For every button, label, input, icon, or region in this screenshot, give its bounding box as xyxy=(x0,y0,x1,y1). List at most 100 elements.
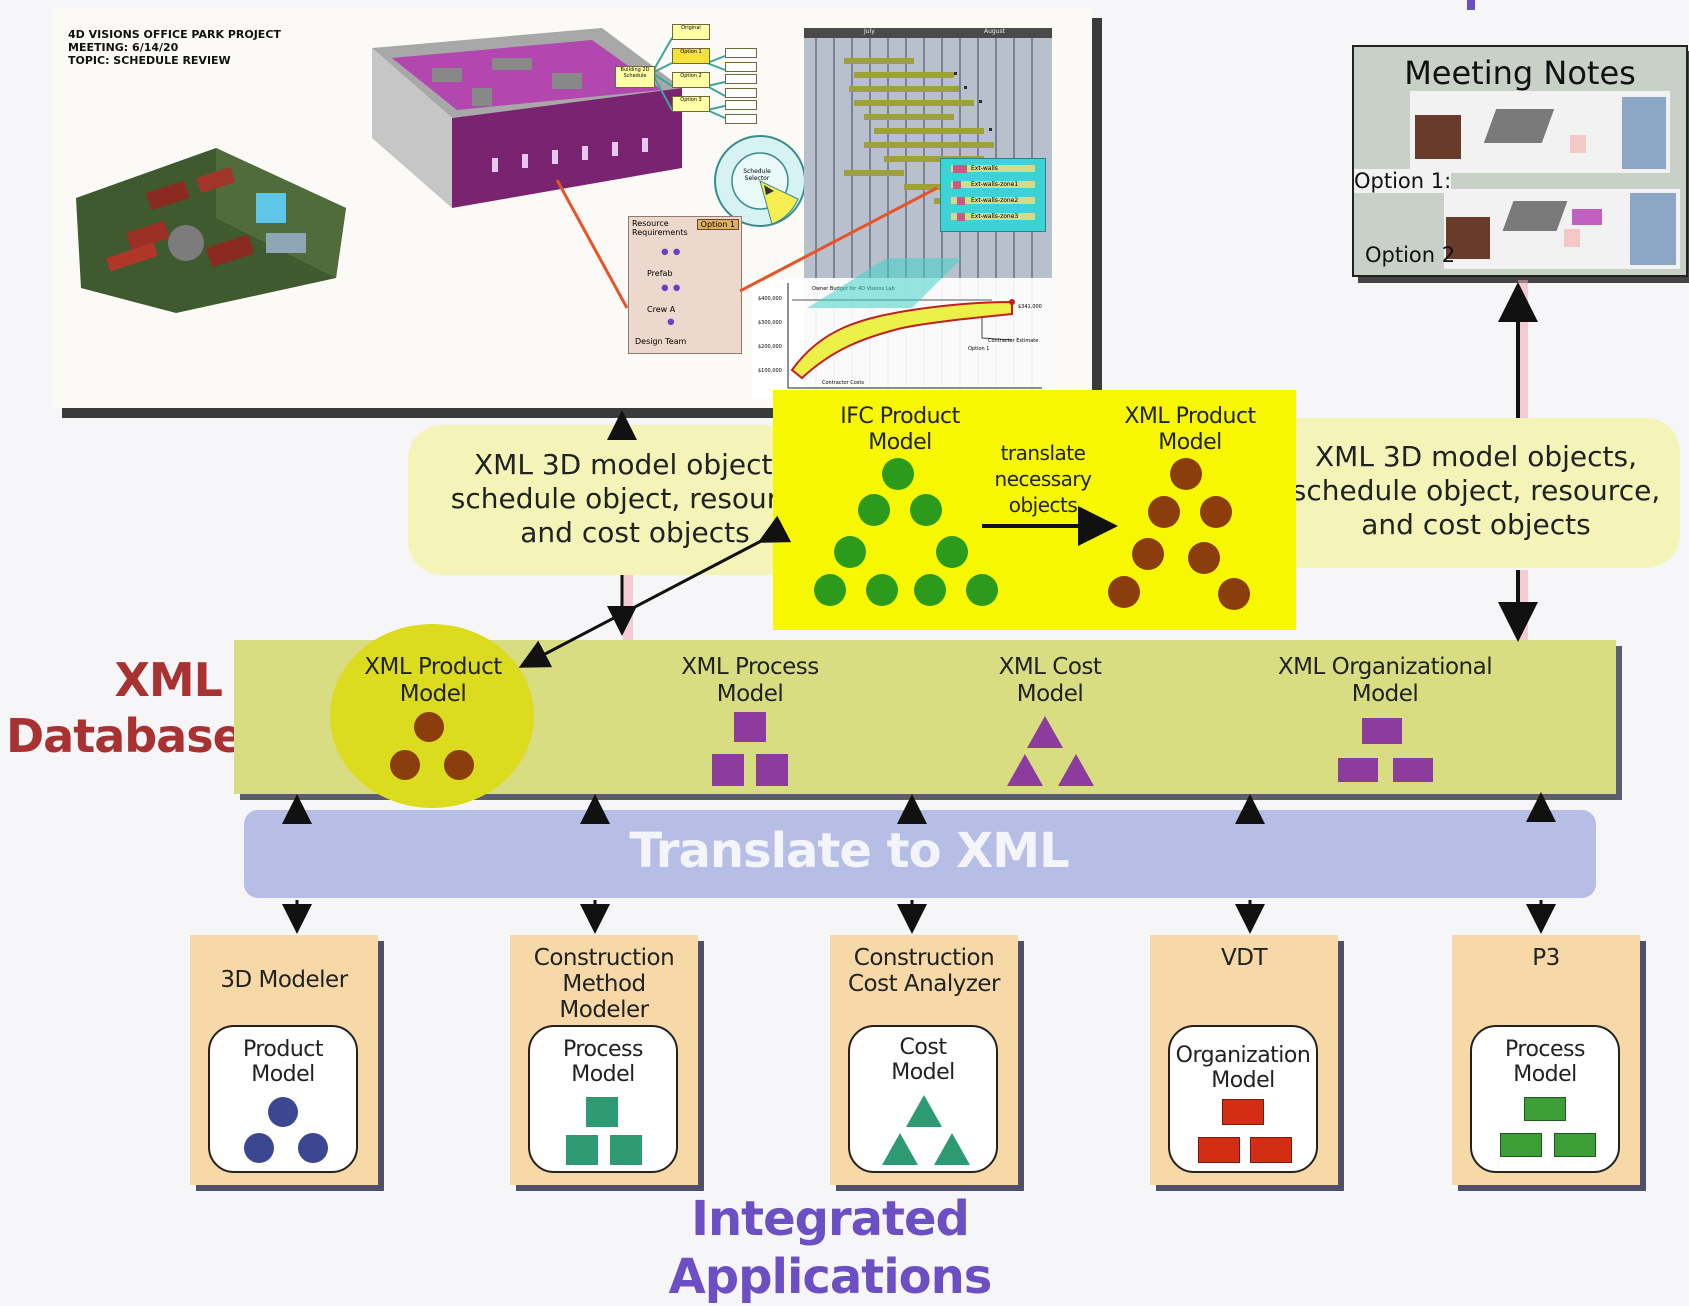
product-model-box: Product Model xyxy=(208,1025,358,1173)
cost-axis-label: $200,000 xyxy=(758,344,782,350)
xml-object-dot xyxy=(1170,458,1202,490)
org-rect xyxy=(1393,758,1433,782)
process-model-box: Process Model xyxy=(528,1025,678,1173)
translate-to-xml-bar xyxy=(244,810,1596,898)
process-square xyxy=(712,754,744,786)
tree-root-box: Building 2D Schedule xyxy=(615,66,655,88)
cost-note: Contractor Estimate xyxy=(988,338,1039,344)
person-icon: ⚫⚫ xyxy=(659,245,683,261)
tree-option2-box: Option 2 xyxy=(672,72,710,88)
meeting-notes-title: Meeting Notes xyxy=(1404,54,1636,92)
gantt-month: August xyxy=(984,28,1005,35)
cost-triangles xyxy=(882,1095,970,1165)
xml-product-model-title: XML Product Model xyxy=(1124,404,1256,455)
xml-object-dot xyxy=(1132,538,1164,570)
ifc-object-dot xyxy=(936,536,968,568)
translate-arrow-label: translate necessary objects xyxy=(994,441,1092,517)
ifc-object-dot xyxy=(882,458,914,490)
process-rect xyxy=(1500,1133,1542,1157)
tree-original-box: Original xyxy=(672,24,710,40)
org-rect xyxy=(1198,1137,1240,1163)
cost-model-box: Cost Model xyxy=(848,1025,998,1173)
cost-axis-label: $100,000 xyxy=(758,368,782,374)
notes-thumbnail-option2 xyxy=(1444,189,1680,269)
cost-triangles xyxy=(1007,716,1094,786)
inner-title: Process Model xyxy=(563,1037,643,1087)
process-square xyxy=(734,712,766,742)
inner-title: Product Model xyxy=(242,1037,324,1087)
app-title: Construction Method Modeler xyxy=(533,945,675,1023)
inner-title: Cost Model xyxy=(891,1035,955,1085)
xml-cost-model-label: XML Cost Model xyxy=(998,654,1102,707)
process-rect xyxy=(1524,1097,1566,1121)
popup-item: Ext-walls-zone1 xyxy=(951,181,1035,188)
schedule-selector-dial[interactable] xyxy=(712,133,808,229)
app-title: P3 xyxy=(1532,945,1560,971)
ifc-object-dot xyxy=(814,574,846,606)
process-square xyxy=(566,1135,598,1165)
site-3d-model-image xyxy=(76,148,346,313)
process-square xyxy=(610,1135,642,1165)
person-icon: ⚫ xyxy=(665,315,677,331)
popup-item: Ext-walls-zone3 xyxy=(951,213,1035,220)
xml-database-label: XML Database xyxy=(6,653,244,763)
tree-leaf xyxy=(725,88,757,98)
resource-item: Prefab xyxy=(647,269,673,278)
app-title: Construction Cost Analyzer xyxy=(847,945,1001,997)
inner-title: Organization Model xyxy=(1175,1043,1311,1093)
connector-lines xyxy=(555,179,962,309)
ifc-object-dot xyxy=(866,574,898,606)
app-3d-modeler: 3D Modeler Product Model xyxy=(190,935,378,1185)
tree-leaf xyxy=(725,48,757,58)
process-rect xyxy=(1554,1133,1596,1157)
process-model-box: Process Model xyxy=(1470,1025,1620,1173)
xml-object-dot xyxy=(1218,578,1250,610)
right-objects-text: XML 3D model objects, schedule object, r… xyxy=(1291,440,1661,541)
component-popup: Ext-walls Ext-walls-zone1 Ext-walls-zone… xyxy=(940,158,1046,232)
xml-object-dot xyxy=(1188,542,1220,574)
person-icon: ⚫⚫ xyxy=(659,281,683,297)
cost-note: Option 1 xyxy=(968,346,990,352)
xml-object-dot xyxy=(1200,496,1232,528)
app-p3: P3 Process Model xyxy=(1452,935,1640,1185)
org-rect xyxy=(1250,1137,1292,1163)
meeting-screenshot-panel: 4D VISIONS OFFICE PARK PROJECT MEETING: … xyxy=(52,8,1092,408)
ifc-object-dot xyxy=(910,494,942,526)
org-rect xyxy=(1222,1099,1264,1125)
ifc-product-model-title: IFC Product Model xyxy=(840,404,960,455)
org-rect xyxy=(1338,758,1378,782)
cost-note: $341,000 xyxy=(1018,304,1042,310)
resource-requirements-box: Resource Requirements Option 1 ⚫⚫ Prefab… xyxy=(628,216,742,354)
tree-leaf xyxy=(725,114,757,124)
schedule-selector-label: Schedule Selector xyxy=(743,168,771,182)
meeting-header: 4D VISIONS OFFICE PARK PROJECT MEETING: … xyxy=(68,28,281,67)
purple-fragment xyxy=(1467,0,1475,10)
resource-option-tag: Option 1 xyxy=(696,219,739,230)
left-objects-text: XML 3D model objects, schedule object, r… xyxy=(450,448,820,549)
tree-leaf xyxy=(725,62,757,72)
organization-model-box: Organization Model xyxy=(1168,1025,1318,1173)
tree-option3-box: Option 3 xyxy=(672,96,710,112)
meeting-notes-panel: Meeting Notes Option 1: Option 2 xyxy=(1352,45,1688,277)
org-rect xyxy=(1362,718,1402,744)
ifc-object-dot xyxy=(834,536,866,568)
popup-item: Ext-walls-zone2 xyxy=(951,197,1035,204)
cost-note: Contractor Costs xyxy=(822,380,864,386)
building-3d-model-image xyxy=(372,28,682,208)
xml-organizational-model-label: XML Organizational Model xyxy=(1277,654,1493,707)
tree-option1-box: Option 1 xyxy=(672,48,710,64)
tree-leaf xyxy=(725,100,757,110)
process-square xyxy=(586,1097,618,1127)
option-tree xyxy=(651,37,726,119)
xml-product-model-label: XML Product Model xyxy=(364,654,502,707)
resource-item: Crew A xyxy=(647,305,676,314)
app-title: 3D Modeler xyxy=(220,967,348,993)
app-vdt: VDT Organization Model xyxy=(1150,935,1338,1185)
product-circle xyxy=(298,1133,328,1163)
ifc-object-dot xyxy=(858,494,890,526)
right-objects-cloud xyxy=(1260,418,1680,568)
product-object-dot xyxy=(444,750,474,780)
product-object-dot xyxy=(414,712,444,742)
resource-item: Design Team xyxy=(635,337,687,346)
gantt-month: July xyxy=(864,28,875,35)
